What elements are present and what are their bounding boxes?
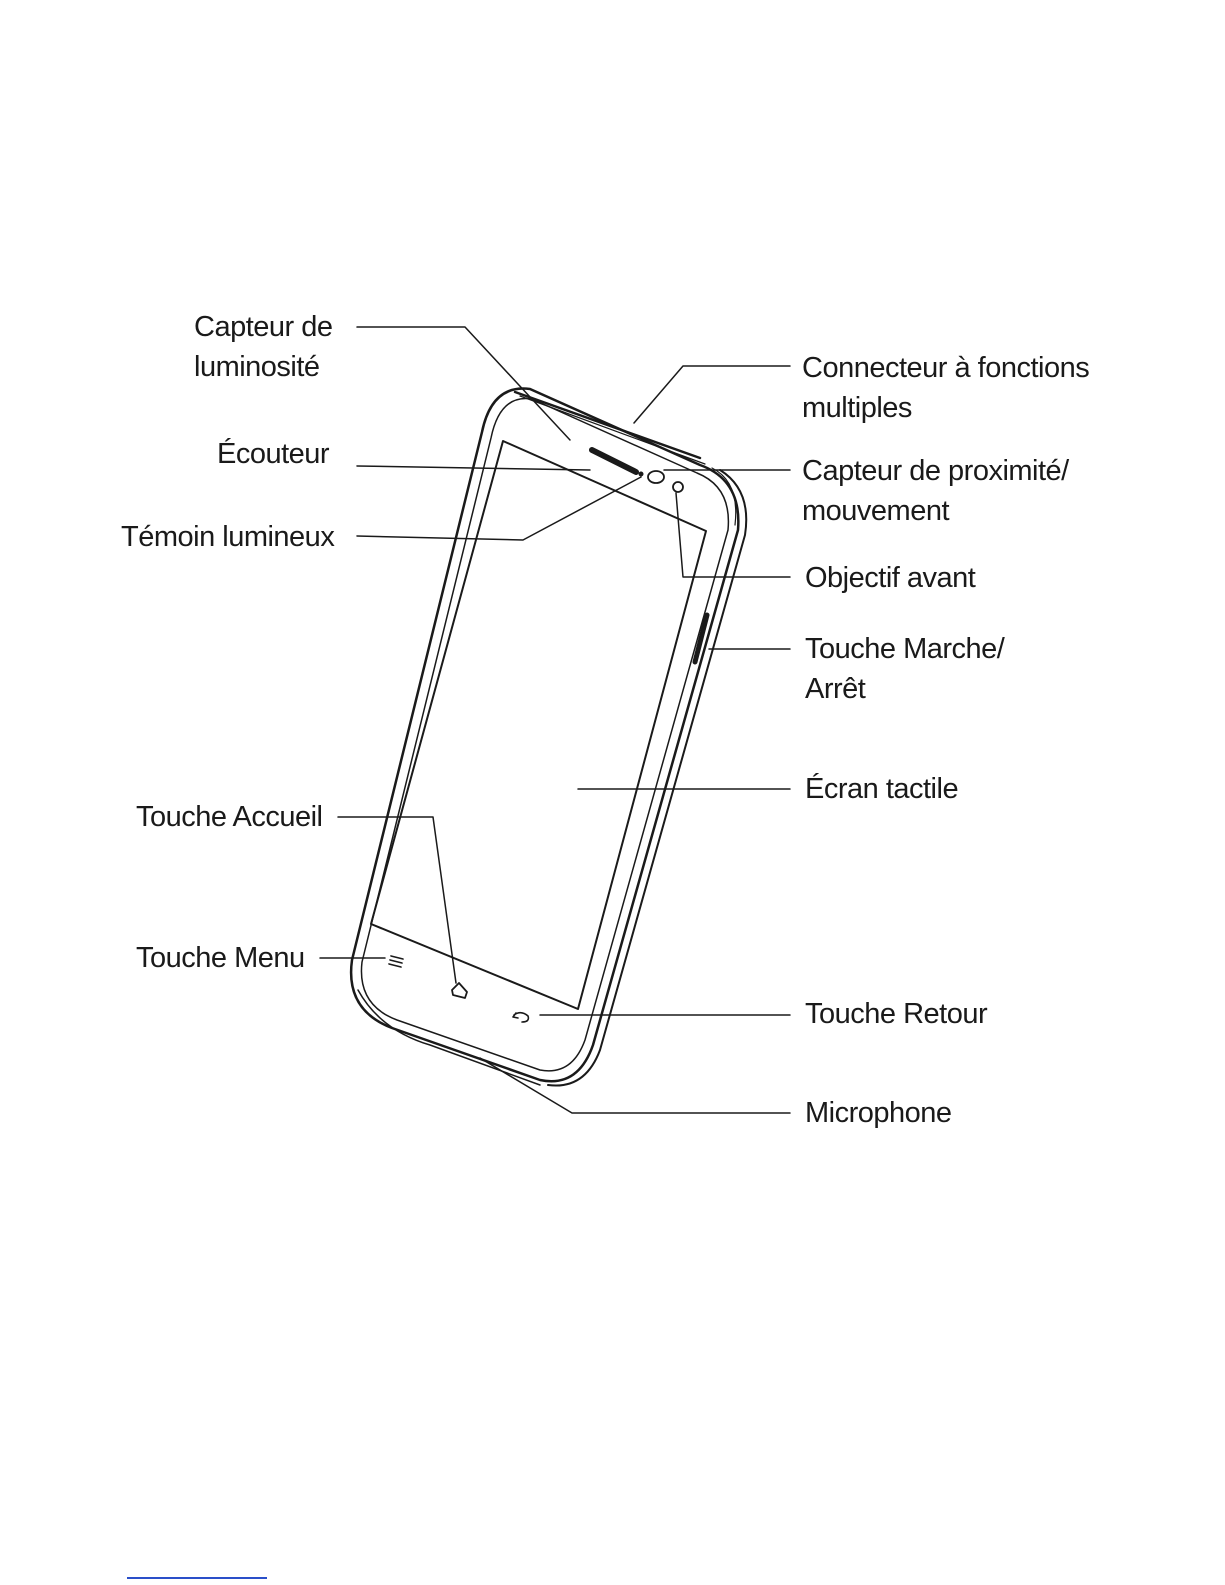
label-menu-key: Touche Menu [136,938,305,978]
touchscreen-outline [371,441,706,1009]
label-touchscreen: Écran tactile [805,769,958,809]
label-indicator-line1: Témoin lumineux [121,517,334,557]
indicator-dot [639,472,644,477]
label-earpiece: Écouteur [217,434,329,474]
leader-microphone [480,1058,790,1113]
label-menu-key-line1: Touche Menu [136,938,305,978]
leader-front-lens [676,493,790,577]
proximity-sensor-shape [648,471,664,483]
label-microphone: Microphone [805,1093,952,1133]
label-front-lens: Objectif avant [805,558,975,598]
label-multi-connector-line2: multiples [802,388,1089,428]
phone-side-edge [548,470,746,1086]
label-touchscreen-line1: Écran tactile [805,769,958,809]
front-camera-shape [673,482,683,492]
label-home-key: Touche Accueil [136,797,322,837]
label-front-lens-line1: Objectif avant [805,558,975,598]
earpiece-grille [592,450,636,472]
label-multi-connector-line1: Connecteur à fonctions [802,348,1089,388]
label-back-key-line1: Touche Retour [805,994,987,1034]
label-microphone-line1: Microphone [805,1093,952,1133]
label-proximity-sensor: Capteur de proximité/ mouvement [802,451,1069,531]
menu-key-icon [389,956,403,967]
label-multi-connector: Connecteur à fonctions multiples [802,348,1089,428]
label-proximity-sensor-line2: mouvement [802,491,1069,531]
label-light-sensor-line2: luminosité [194,347,333,387]
leader-indicator [357,477,641,540]
label-proximity-sensor-line1: Capteur de proximité/ [802,451,1069,491]
label-light-sensor-line1: Capteur de [194,307,333,347]
bottom-rule [127,1577,267,1579]
phone-top-edge-2 [520,396,705,464]
leader-light-sensor [357,327,570,440]
label-power-key-line2: Arrêt [805,669,1004,709]
label-power-key-line1: Touche Marche/ [805,629,1004,669]
label-back-key: Touche Retour [805,994,987,1034]
phone-top-edge [515,392,700,458]
label-earpiece-line1: Écouteur [217,434,329,474]
label-home-key-line1: Touche Accueil [136,797,322,837]
label-power-key: Touche Marche/ Arrêt [805,629,1004,709]
home-key-icon [452,983,467,998]
label-indicator: Témoin lumineux [121,517,334,557]
back-key-icon [513,1013,528,1022]
leader-connector [634,366,790,423]
phone-body-inner [361,398,728,1070]
label-light-sensor: Capteur de luminosité [194,307,333,387]
